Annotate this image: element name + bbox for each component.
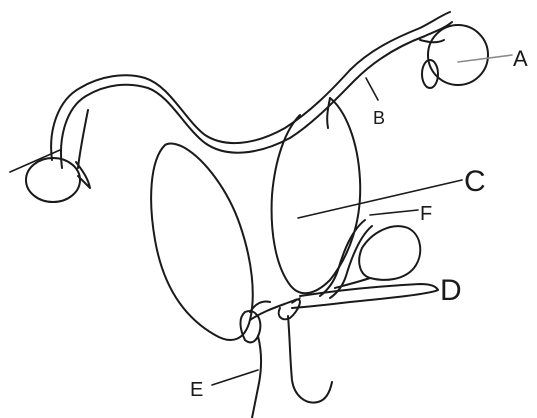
label-a: A bbox=[513, 46, 528, 71]
leader-a bbox=[458, 55, 512, 62]
left-ovary-line bbox=[10, 150, 60, 172]
label-f: F bbox=[420, 203, 432, 225]
label-d: D bbox=[440, 274, 462, 307]
urethra bbox=[240, 299, 332, 418]
leader-c bbox=[298, 180, 462, 218]
label-b: B bbox=[373, 108, 385, 128]
bulbourethral-gland bbox=[359, 226, 420, 280]
leader-b bbox=[366, 78, 378, 100]
leader-e bbox=[212, 370, 258, 385]
label-c: C bbox=[464, 165, 486, 198]
left-vesicle bbox=[151, 144, 253, 340]
leader-f bbox=[370, 210, 418, 215]
duct-d bbox=[292, 284, 438, 308]
left-ovary bbox=[26, 110, 90, 202]
label-e: E bbox=[190, 379, 203, 401]
right-ovary bbox=[422, 25, 488, 88]
horn-tube bbox=[51, 12, 452, 168]
